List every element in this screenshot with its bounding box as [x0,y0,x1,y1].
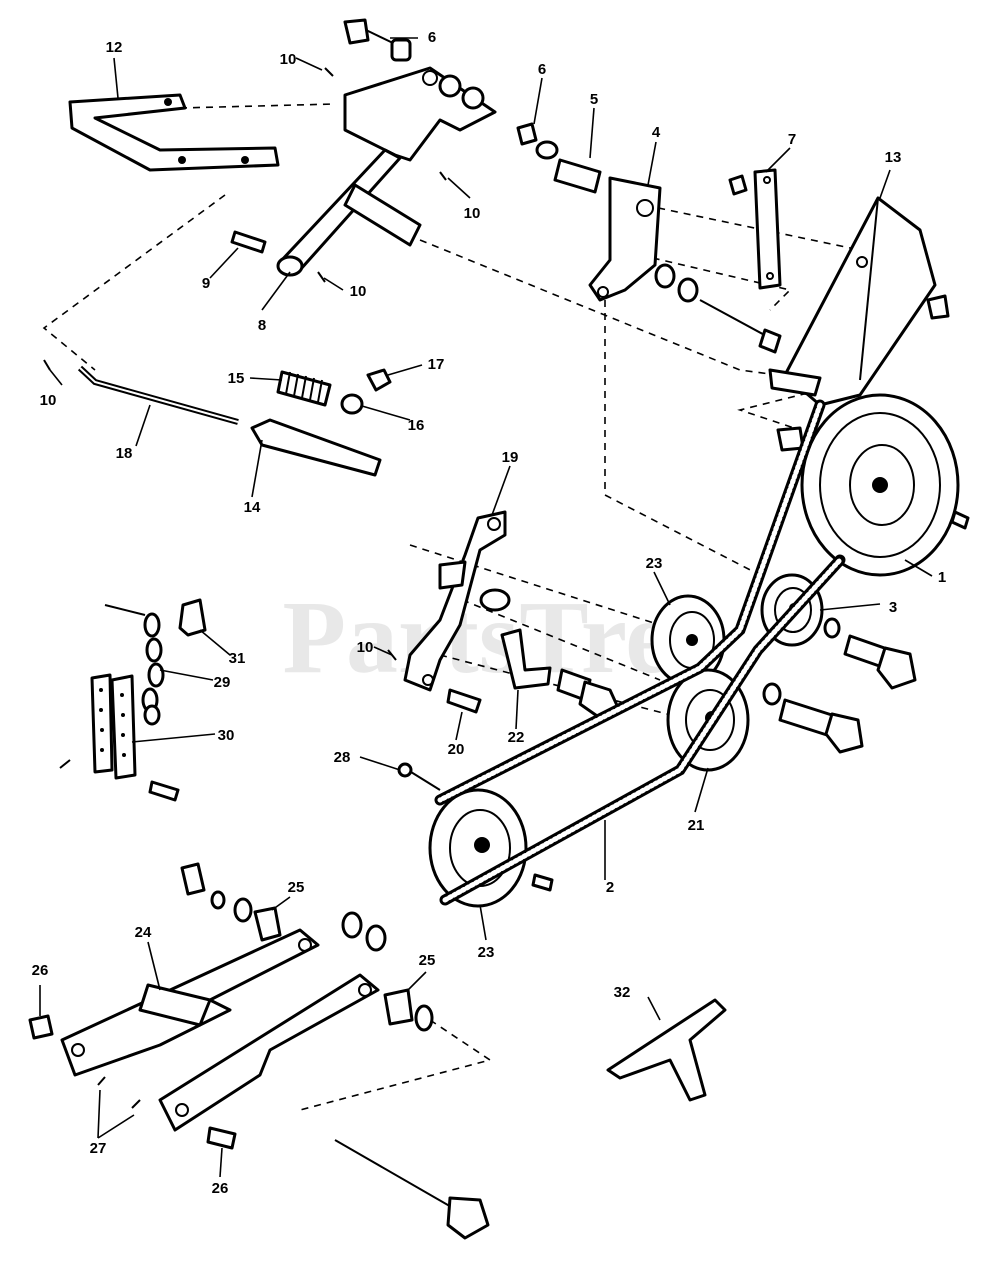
callout-14: 15 [228,370,245,387]
leader-lines [39,37,933,1178]
part-4-bracket [588,176,662,302]
callout-4: 4 [652,124,661,141]
part-18-bracket [403,510,511,692]
callout-32: 32 [614,984,631,1001]
part-15-nut [340,393,364,415]
callout-15: 16 [408,417,425,434]
callout-31: 30 [218,727,235,744]
callout-23: 23 [478,944,495,961]
part-9-pin [230,230,267,254]
callout-5: 5 [590,91,598,108]
callout-6-b: 6 [538,61,546,78]
part-23-pulley [428,788,554,908]
callout-19: 20 [448,741,465,758]
part-12-belt-guard [768,196,950,452]
callout-6-a: 6 [428,29,436,46]
callout-10-b: 10 [464,205,481,222]
callout-labels: 12 10 6 6 5 4 7 13 10 9 10 8 10 15 17 16… [32,29,947,1197]
part-1-large-pulley [800,393,970,577]
part-27-cotters [97,1076,141,1109]
part-25-spacers [180,862,434,1032]
drive-belts [434,399,846,906]
callout-20: 21 [688,817,705,834]
part-26-pins [28,1014,237,1150]
assembly-dashed-lines [42,103,861,1111]
part-17-rod [77,365,239,425]
part-20-pulley [666,668,864,772]
callout-25-b: 25 [419,952,436,969]
callout-10-c: 10 [350,283,367,300]
callout-7: 7 [788,131,796,148]
part-31-plates [59,673,180,802]
part-13-arm [250,418,382,477]
callout-12: 13 [885,149,902,166]
part-24-frame [60,928,380,1132]
callout-21: 22 [508,729,525,746]
callout-10-e: 10 [357,639,374,656]
callout-30: 31 [229,650,246,667]
callout-16: 17 [428,356,445,373]
callout-25-a: 25 [288,879,305,896]
callout-10-d: 10 [40,392,57,409]
callout-28: 28 [334,749,351,766]
callout-11: 12 [106,39,123,56]
callout-22: 23 [646,555,663,572]
long-bolt [334,1139,490,1240]
part-6-bolt-and-nuts [343,18,559,160]
callout-10-a: 10 [280,51,297,68]
part-28-pin [397,762,441,791]
callout-29: 29 [214,674,231,691]
part-16-nut [366,368,392,392]
callout-17: 18 [116,445,133,462]
callout-24: 24 [135,924,152,941]
callout-1: 1 [938,569,946,586]
callout-26-a: 26 [32,962,49,979]
part-32-shield [606,998,727,1102]
part-29-chain [104,604,165,726]
part-11-bracket [68,93,280,172]
callout-27: 27 [90,1140,107,1157]
part-5-spacer [553,158,602,194]
callout-18: 19 [502,449,519,466]
part-14-spring [276,370,332,407]
part-3-pulley [760,573,917,690]
callout-8: 8 [258,317,266,334]
callout-9: 9 [202,275,210,292]
callout-2: 2 [606,879,614,896]
part-19-pin [446,688,482,714]
part-7-link [728,168,782,290]
callout-3: 3 [889,599,897,616]
callout-26-b: 26 [212,1180,229,1197]
washers-and-bolt [654,263,782,354]
callout-13: 14 [244,499,261,516]
part-30-clip [178,598,207,637]
